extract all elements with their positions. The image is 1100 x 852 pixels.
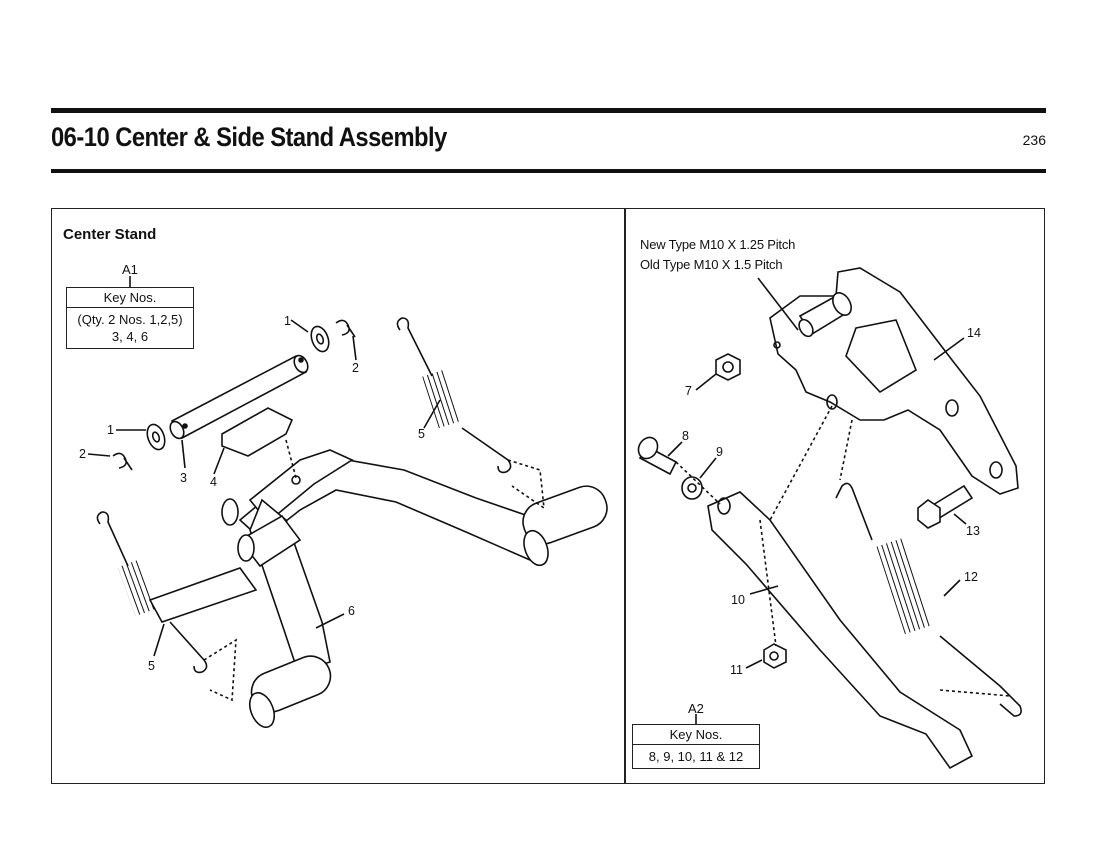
assembly-tag-a1: A1 xyxy=(122,262,138,277)
callout-label: 10 xyxy=(731,593,745,607)
callout-label: 14 xyxy=(967,326,981,340)
center-stand-drawing xyxy=(87,276,608,728)
callout-label: 7 xyxy=(685,384,692,398)
center-stand-label: Center Stand xyxy=(63,226,157,243)
nut-7 xyxy=(715,353,741,381)
assembly-tag-a2: A2 xyxy=(688,701,704,716)
return-spring-lower xyxy=(96,511,208,674)
key-table-header: Key Nos. xyxy=(633,725,759,745)
callout-label: 2 xyxy=(352,361,359,375)
pivot-shaft xyxy=(169,354,309,440)
callout-label: 11 xyxy=(730,663,743,677)
side-stand-leg xyxy=(707,491,974,770)
page-title: 06-10 Center & Side Stand Assembly xyxy=(51,122,447,152)
diagram-frame xyxy=(51,208,1045,784)
callout-label: 5 xyxy=(418,427,425,441)
note-new-type: New Type M10 X 1.25 Pitch xyxy=(640,237,796,252)
key-table-header: Key Nos. xyxy=(67,288,193,308)
side-stand-drawing xyxy=(637,267,1022,770)
header-rule-top xyxy=(51,108,1046,113)
callout-label: 8 xyxy=(682,429,689,443)
callout-label: 1 xyxy=(284,314,291,328)
panel-divider xyxy=(624,208,626,784)
stand-frame xyxy=(148,449,608,728)
header-rule-bottom xyxy=(51,169,1046,173)
callout-label: 5 xyxy=(148,659,155,673)
note-old-type: Old Type M10 X 1.5 Pitch xyxy=(640,257,783,272)
callout-label: 1 xyxy=(107,423,114,437)
return-spring-upper xyxy=(396,317,512,474)
key-table-line: 3, 4, 6 xyxy=(111,329,149,344)
callout-label: 4 xyxy=(210,475,217,489)
key-table-line: (Qty. 2 Nos. 1,2,5) xyxy=(77,312,183,327)
callout-label: 3 xyxy=(180,471,187,485)
callout-label: 12 xyxy=(964,570,978,584)
key-table-line: 8, 9, 10, 11 & 12 xyxy=(648,749,744,764)
page-number: 236 xyxy=(1022,132,1046,148)
key-table-side-stand: Key Nos. 8, 9, 10, 11 & 12 xyxy=(632,724,760,769)
washer xyxy=(146,325,330,451)
key-table-body: 8, 9, 10, 11 & 12 xyxy=(633,745,759,768)
callout-label: 13 xyxy=(966,524,980,538)
stopper-plate xyxy=(221,407,294,457)
cotter-clip xyxy=(112,319,356,471)
callout-label: 2 xyxy=(79,447,86,461)
key-table-body: (Qty. 2 Nos. 1,2,5) 3, 4, 6 xyxy=(67,308,193,348)
callout-label: 6 xyxy=(348,604,355,618)
callout-label: 9 xyxy=(716,445,723,459)
key-table-center-stand: Key Nos. (Qty. 2 Nos. 1,2,5) 3, 4, 6 xyxy=(66,287,194,349)
